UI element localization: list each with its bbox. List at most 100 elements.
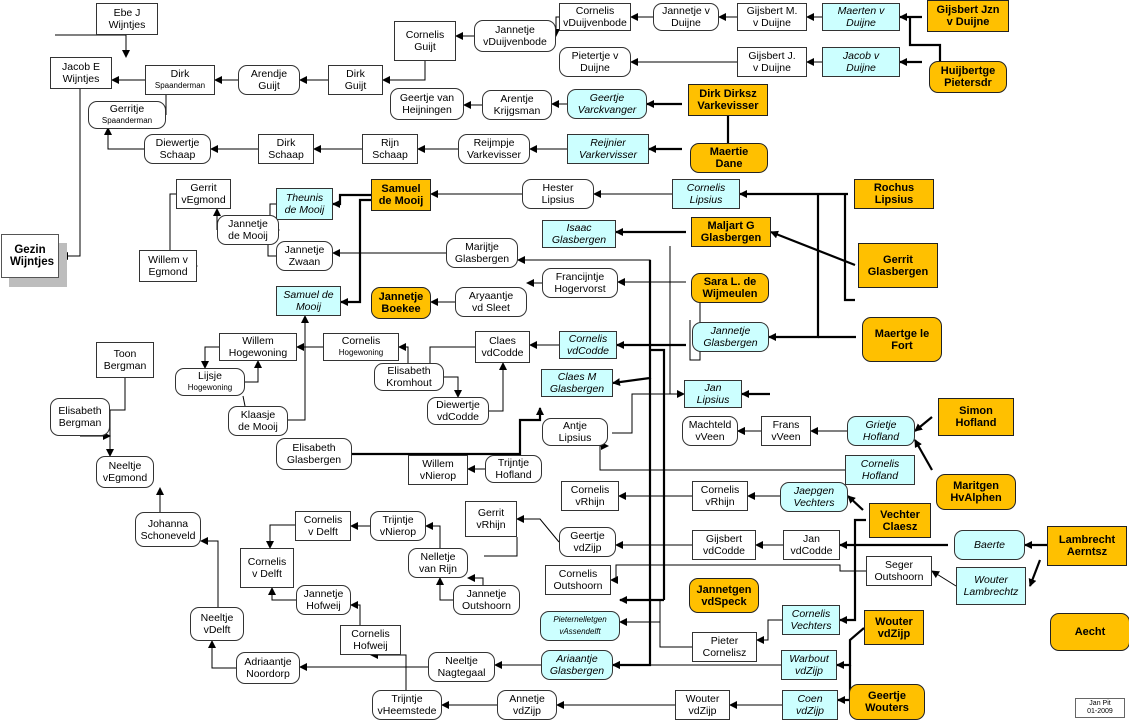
person-p95[interactable]: Aecht [1050,613,1129,651]
person-p82[interactable]: Baerte [954,530,1025,560]
root-node[interactable]: Gezin Wijntjes [1,234,59,278]
person-p15[interactable]: Gijsbert J.v Duijne [737,47,807,77]
